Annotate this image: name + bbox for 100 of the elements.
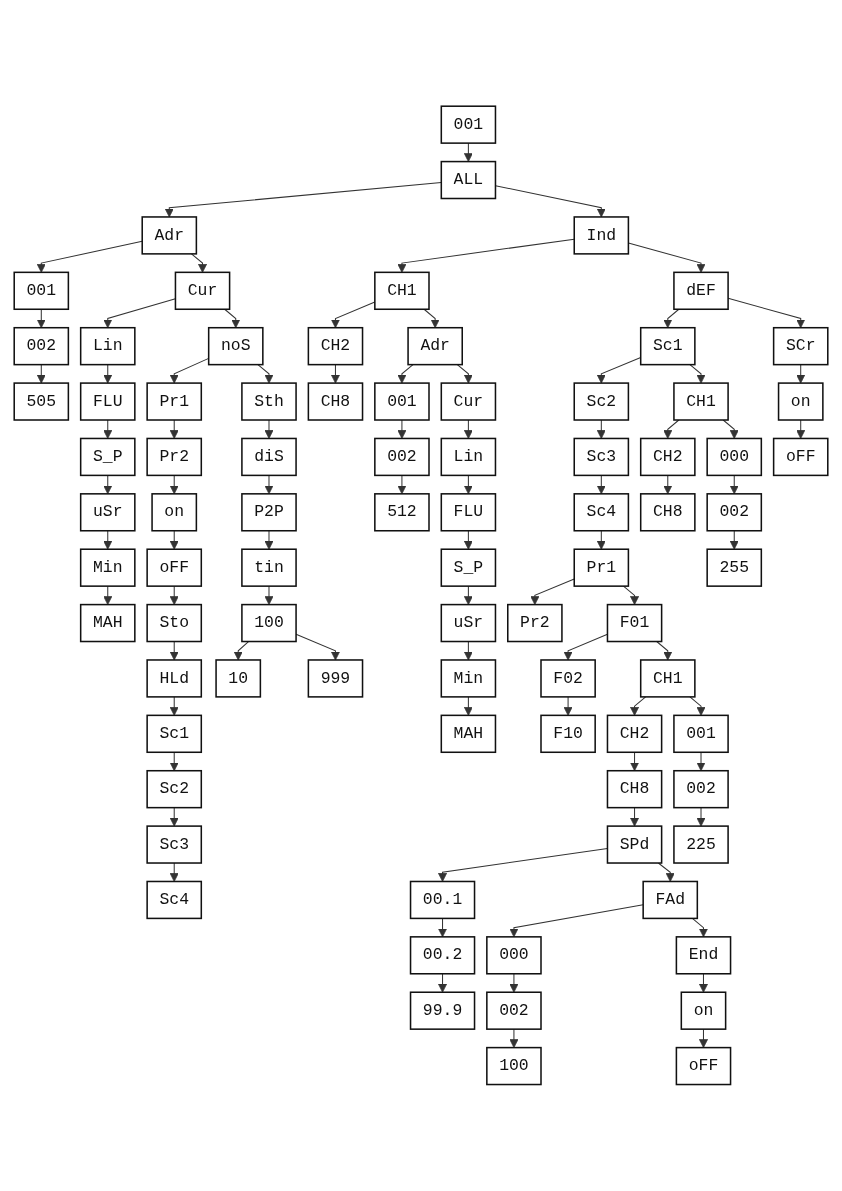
node-box: F10 [540,714,596,754]
arrow [264,530,274,550]
arrow [36,364,46,384]
node-box: Sc4 [146,880,203,920]
node-box: Adr [407,327,463,366]
node-box: 00.2 [409,936,476,975]
arrow [796,419,806,439]
arrow [729,475,739,495]
node-box: Lin [440,437,497,477]
arrow [796,364,806,384]
node-box: 002 [374,437,430,477]
arrow [257,364,274,384]
node-box: diS [241,437,297,477]
node-box: 001 [13,271,70,311]
node-box: F02 [540,659,596,698]
node-box: S_P [440,548,497,588]
node-box: F01 [606,603,663,643]
arrow [463,475,473,495]
node-box: oFF [675,1046,732,1086]
node-box: ALL [440,160,497,200]
arrow [729,530,739,550]
node-box: CH2 [639,437,696,477]
arrow [169,751,179,772]
arrow [397,364,414,384]
node-box: CH1 [673,382,729,421]
node-box: Sc4 [573,493,630,532]
arrow [509,973,519,993]
arrow [190,253,208,273]
arrow [691,918,708,938]
node-box: P2P [241,493,297,532]
node-box: 100 [241,603,297,643]
arrow [169,807,179,827]
arrow [696,807,706,827]
arrow [456,364,473,384]
arrow [530,578,575,606]
arrow [233,641,249,661]
arrow [509,904,644,938]
arrow [36,240,143,273]
node-box: 255 [706,548,763,588]
node-box: 999 [307,659,364,698]
node-box: CH2 [307,327,364,366]
arrow [438,848,608,882]
node-box: CH8 [307,382,364,421]
arrow [698,973,708,993]
node-box: Sc3 [146,825,203,864]
arrow [463,142,473,163]
node-box: 002 [13,327,70,366]
node-box: Sc1 [146,714,203,754]
node-box: uSr [79,493,136,532]
node-box: FLU [440,493,497,532]
arrow [563,696,573,716]
node-box: Ind [573,216,630,255]
node-box: 002 [486,991,542,1031]
node-box: Cur [174,271,231,311]
arrow [657,862,675,882]
node-box: Pr2 [146,437,203,477]
node-box: Adr [141,216,198,255]
arrow [696,751,706,772]
arrow [423,308,440,329]
arrow [689,364,706,384]
node-box: 002 [673,770,729,809]
node-box: on [777,382,824,421]
arrow [103,530,113,550]
node-box: SPd [606,825,663,864]
node-box: 225 [673,825,729,864]
arrow [630,696,647,716]
node-box: S_P [79,437,136,477]
arrow [698,1028,708,1049]
node-box: MAH [440,714,497,754]
node-box: Sto [146,603,203,643]
node-box: 505 [13,382,70,421]
node-box: dEF [673,271,729,311]
node-box: 00.1 [409,880,476,920]
node-box: CH8 [639,493,696,532]
node-box: Lin [79,327,136,366]
node-box: Sc1 [639,327,696,366]
arrow [264,419,274,439]
arrow [630,807,640,827]
arrow [438,973,448,993]
node-box: CH1 [639,659,696,698]
arrow [663,419,680,439]
node-box: HLd [146,659,203,698]
node-box: Pr1 [146,382,203,421]
arrow [103,475,113,495]
node-box: End [675,936,732,975]
arrow [463,530,473,550]
arrow [264,475,274,495]
arrow [224,308,241,329]
node-box: 99.9 [409,991,476,1031]
node-box: 002 [706,493,763,532]
node-box: Sc2 [573,382,630,421]
arrow [463,585,473,606]
node-box: 000 [486,936,542,975]
node-box: Min [79,548,136,588]
arrow [36,308,46,329]
arrow [397,238,575,273]
node-box: FLU [79,382,136,421]
node-box: oFF [146,548,203,588]
arrow [722,419,739,439]
node-box: Pr2 [507,603,563,643]
